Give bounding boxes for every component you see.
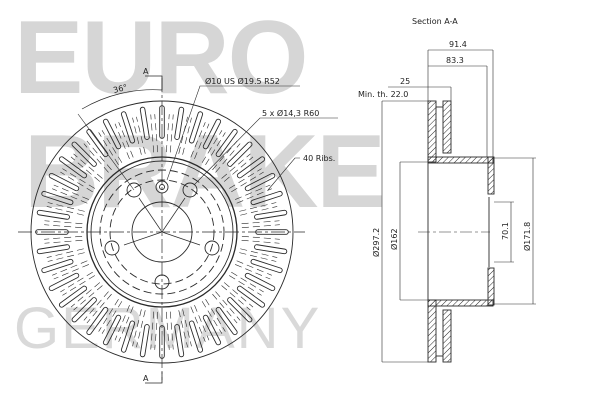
- watermark-euro: EURO: [14, 0, 308, 116]
- ventilation-ribs: [35, 105, 289, 359]
- dim-hat-height: 83.3: [446, 56, 464, 65]
- bolt-hole: [182, 182, 198, 198]
- dim-thickness: 25: [400, 77, 410, 86]
- callout-ribs: 40 Ribs.: [303, 154, 335, 163]
- bolt-hole: [154, 274, 170, 290]
- section-dimensions: [381, 49, 536, 363]
- dim-outer-diameter: Ø297.2: [371, 228, 381, 257]
- section-arrow-bottom: [145, 372, 163, 384]
- dim-hat-inner-diameter: Ø162: [389, 228, 399, 250]
- leader-bolt-holes: [193, 117, 338, 186]
- dim-hat-outer-diameter: Ø171.8: [522, 222, 532, 251]
- front-view: [18, 75, 338, 384]
- bolt-hole: [204, 240, 220, 256]
- section-view: [418, 100, 495, 363]
- min-thickness: Min. th. 22.0: [358, 90, 408, 99]
- callout-center-hole: Ø10 US Ø19.5 R52: [205, 76, 280, 86]
- section-title: Section A-A: [412, 17, 458, 26]
- angle-label: 36°: [112, 83, 128, 95]
- bolt-hole: [104, 240, 120, 256]
- section-marker-bottom: A: [143, 374, 149, 383]
- center-hole: [155, 180, 169, 194]
- leader-center-hole: [166, 85, 300, 181]
- section-marker-top: A: [143, 67, 149, 76]
- callout-bolt-holes: 5 x Ø14,3 R60: [262, 108, 319, 118]
- angle-arc: [81, 89, 163, 110]
- leader-ribs: [267, 157, 300, 191]
- section-arrow-top: [145, 75, 163, 90]
- dim-center-bore: 70.1: [501, 222, 510, 240]
- watermark-brake: BRAKE: [24, 114, 386, 230]
- bolt-hole: [126, 182, 142, 198]
- dim-overall-height: 91.4: [449, 40, 467, 49]
